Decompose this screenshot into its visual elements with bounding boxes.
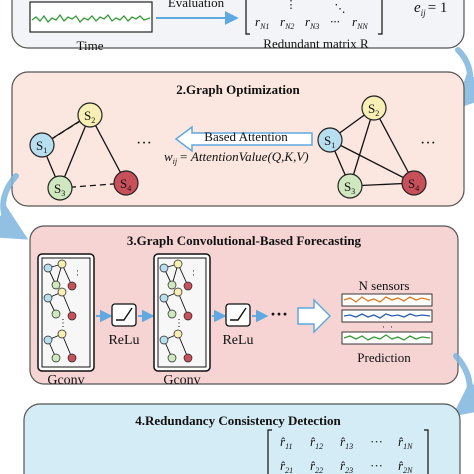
- evaluation-label: Evaluation: [168, 0, 225, 10]
- section-2-panel: 2.Graph Optimization S1 S2 S3: [11, 71, 465, 207]
- prediction-label: Prediction: [357, 350, 411, 365]
- node-s1-left: S1: [29, 132, 55, 158]
- relu-label-2: ReLu: [222, 333, 253, 348]
- relu-label-1: ReLu: [108, 333, 139, 348]
- matrix-r1n: r̂1N: [398, 434, 413, 451]
- svg-text:·: ·: [390, 322, 393, 332]
- equation: eij= 1: [414, 0, 447, 18]
- attention-arrow: [174, 125, 313, 153]
- matrix-r-n3: rN3: [305, 14, 319, 31]
- gconv-block-1: ·· ⋮: [37, 253, 95, 372]
- flow-arrow-2-to-3: [0, 173, 29, 240]
- section-3-panel: 3.Graph Convolutional-Based Forecasting …: [29, 225, 459, 388]
- forecast-ellipsis: ···: [270, 304, 288, 324]
- svg-text:S3: S3: [54, 181, 65, 198]
- prediction-matrix: r̂11 r̂12 r̂13 ··· r̂1N r̂21 r̂22 r̂23 ·…: [267, 429, 429, 474]
- svg-text:·: ·: [76, 266, 79, 276]
- redundant-matrix: ⋮ ⋱ rN1 rN2 rN3 ··· rNN: [245, 0, 383, 35]
- attention-label: Based Attention: [204, 129, 288, 144]
- relu-icon-2: [225, 303, 251, 327]
- sensors-label: N sensors: [359, 278, 410, 293]
- svg-text:⋮: ⋮: [58, 318, 68, 329]
- right-graph-ellipsis: ···: [420, 135, 436, 152]
- svg-text:⋱: ⋱: [335, 3, 346, 15]
- time-series-signal: [31, 13, 151, 24]
- matrix-r21: r̂21: [280, 458, 293, 474]
- node-s2-right: S2: [361, 95, 387, 121]
- matrix-r11: r̂11: [280, 434, 292, 451]
- node-s2-left: S2: [77, 102, 103, 128]
- matrix-r-nn: rNN: [352, 14, 368, 31]
- svg-text:⋮: ⋮: [174, 318, 184, 329]
- node-s4-left: S4: [113, 170, 139, 196]
- svg-text:⋮: ⋮: [68, 0, 80, 2]
- left-graph: S1 S2 S3 S4 ···: [29, 102, 152, 201]
- gconv-label-1: Gconv: [47, 373, 84, 388]
- gconv-block-2: ·· ⋮: [153, 253, 211, 372]
- consistency-title: 4.Redundancy Consistency Detection: [135, 413, 341, 428]
- svg-text:S2: S2: [368, 101, 379, 118]
- prediction-arrow: [297, 298, 332, 334]
- matrix-r23: r̂23: [340, 458, 353, 474]
- svg-text:S1: S1: [324, 133, 335, 150]
- svg-text:·: ·: [76, 270, 79, 280]
- flow-arrow-3-to-4: [452, 353, 474, 417]
- matrix-r13: r̂13: [340, 434, 353, 451]
- svg-text:S4: S4: [408, 176, 419, 193]
- svg-text:S3: S3: [344, 179, 355, 196]
- node-s3-left: S3: [47, 175, 73, 201]
- svg-text:·: ·: [382, 322, 385, 332]
- node-s4-right: S4: [401, 170, 427, 196]
- matrix-r-n1: rN1: [255, 14, 269, 31]
- svg-text:⋮: ⋮: [286, 0, 297, 11]
- right-graph: S1 S2 S3 S4 ···: [317, 95, 436, 199]
- matrix-row2-dots: ···: [370, 458, 383, 473]
- prediction-panel: ··: [341, 293, 433, 345]
- matrix-caption: Redundant matrix R: [263, 36, 369, 51]
- forecasting-title: 3.Graph Convolutional-Based Forecasting: [127, 233, 362, 248]
- matrix-dots: ···: [330, 14, 340, 29]
- svg-text:S2: S2: [84, 108, 95, 125]
- left-graph-ellipsis: ···: [136, 135, 152, 152]
- section-1-panel: Time ⋮ Evaluation ⋮ ⋱ rN1 rN2 rN3 ··· rN…: [11, 0, 465, 53]
- graph-optimization-title: 2.Graph Optimization: [176, 82, 300, 97]
- matrix-r-n2: rN2: [280, 14, 294, 31]
- matrix-row1-dots: ···: [370, 434, 383, 449]
- relu-icon-1: [111, 303, 137, 327]
- svg-text:·: ·: [192, 270, 195, 280]
- matrix-r2n: r̂2N: [398, 458, 413, 474]
- matrix-r12: r̂12: [310, 434, 323, 451]
- section-4-panel: 4.Redundancy Consistency Detection r̂11 …: [23, 403, 461, 474]
- svg-text:S1: S1: [36, 138, 47, 155]
- matrix-r22: r̂22: [310, 458, 323, 474]
- gconv-label-2: Gconv: [163, 373, 200, 388]
- svg-text:S4: S4: [120, 176, 131, 193]
- svg-text:·: ·: [192, 266, 195, 276]
- node-s1-right: S1: [317, 127, 343, 153]
- attention-formula: wij= AttentionValue(Q,K,V): [164, 149, 309, 166]
- node-s3-right: S3: [337, 173, 363, 199]
- time-label: Time: [77, 38, 104, 53]
